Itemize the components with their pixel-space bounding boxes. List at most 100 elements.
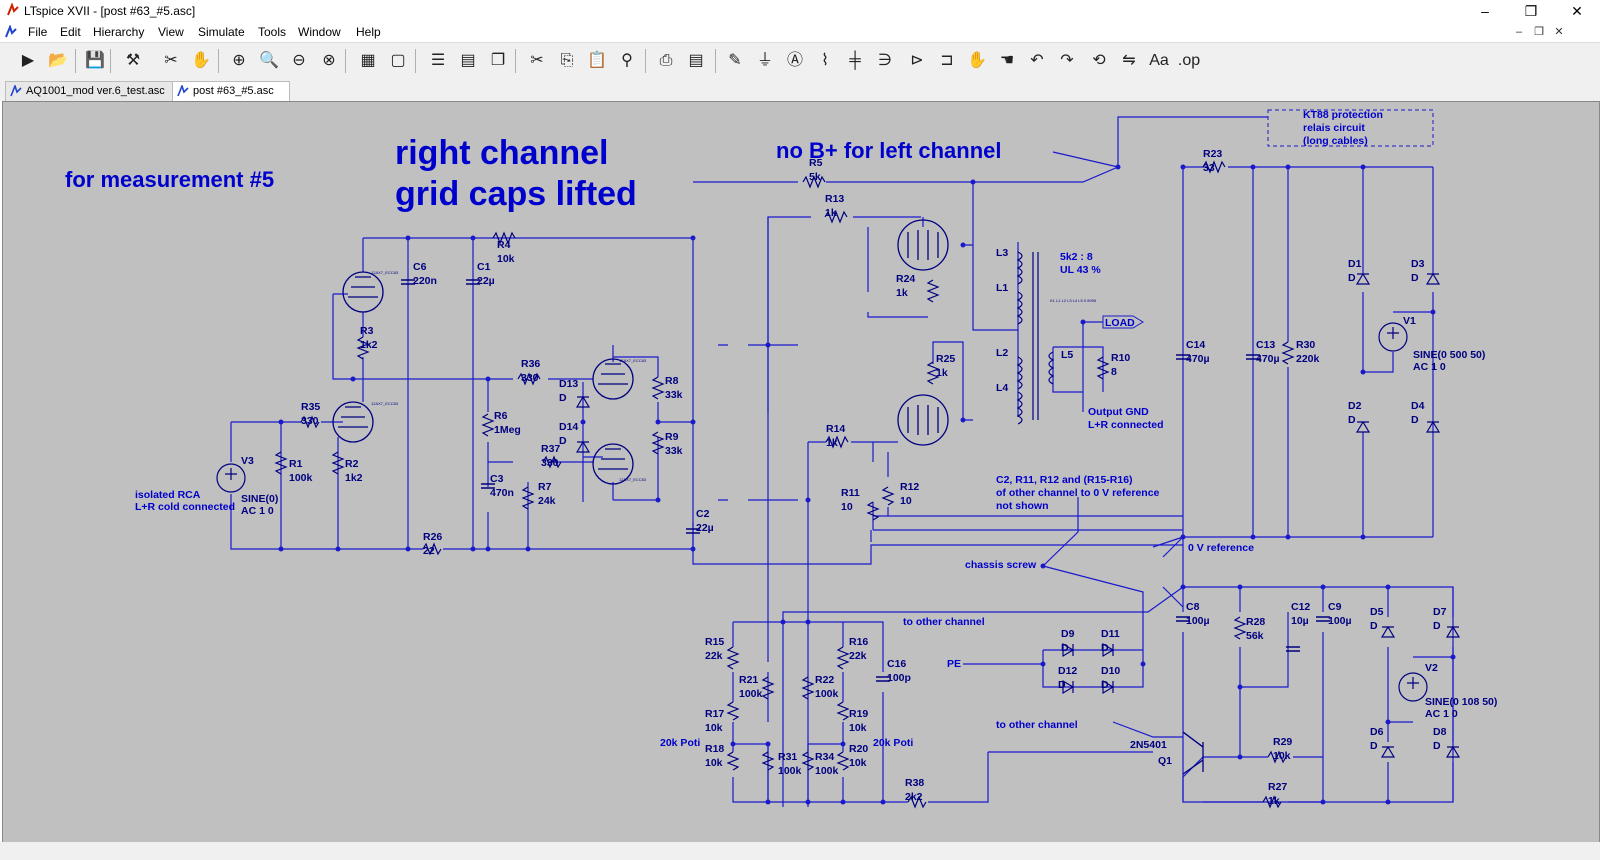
halt-icon[interactable]: ✂: [164, 52, 178, 69]
component-value-r35[interactable]: 330: [301, 415, 319, 427]
component-value-r11[interactable]: 10: [841, 501, 853, 513]
zoom-out-icon[interactable]: ⊖: [292, 52, 306, 69]
component-ref-r3[interactable]: R3: [360, 325, 374, 337]
tile-vertical-icon[interactable]: ▤: [460, 52, 476, 69]
component-value-r12[interactable]: 10: [900, 495, 912, 507]
component-ref-l3[interactable]: L3: [996, 247, 1008, 259]
component-ref-l4[interactable]: L4: [996, 382, 1008, 394]
component-ref-r27[interactable]: R27: [1268, 781, 1287, 793]
menu-view[interactable]: View: [158, 25, 184, 39]
mdi-close-button[interactable]: ✕: [1554, 26, 1564, 38]
component-value-r23[interactable]: 33: [1203, 162, 1215, 174]
tab-post63[interactable]: post #63_#5.asc: [172, 81, 290, 101]
component-value-r13[interactable]: 1k: [825, 207, 837, 219]
component-ref-r21[interactable]: R21: [739, 674, 758, 686]
autorange-icon[interactable]: ▦: [360, 52, 376, 69]
component-ref-l1[interactable]: L1: [996, 282, 1008, 294]
component-value-r8[interactable]: 33k: [665, 389, 683, 401]
find-icon[interactable]: ⚲: [621, 52, 633, 69]
component-value-r7[interactable]: 24k: [538, 495, 556, 507]
schematic-svg[interactable]: 12AX7_ECC83 12AX7_ECC83 12AX7_ECC83 12AX…: [3, 102, 1599, 842]
component-ref-r2[interactable]: R2: [345, 458, 359, 470]
component-value-r17[interactable]: 10k: [705, 722, 723, 734]
component-value-d8[interactable]: D: [1433, 740, 1441, 752]
component-ref-r38[interactable]: R38: [905, 777, 924, 789]
component-ref-r31[interactable]: R31: [778, 751, 797, 763]
component-value-d6[interactable]: D: [1370, 740, 1378, 752]
component-ref-d14[interactable]: D14: [559, 421, 578, 433]
component-ref-d3[interactable]: D3: [1411, 258, 1425, 270]
component-value-c16[interactable]: 100p: [887, 672, 911, 684]
component-value-v1[interactable]: SINE(0 500 50): [1413, 349, 1485, 361]
component-ref-d6[interactable]: D6: [1370, 726, 1384, 738]
component-ref-c6[interactable]: C6: [413, 261, 427, 273]
component-value-r9[interactable]: 33k: [665, 445, 683, 457]
component-ref-q1[interactable]: Q1: [1158, 755, 1172, 767]
component-ref-v1[interactable]: V1: [1403, 315, 1416, 327]
menu-edit[interactable]: Edit: [60, 25, 81, 39]
component-ref-d5[interactable]: D5: [1370, 606, 1384, 618]
component-value-r34[interactable]: 100k: [815, 765, 839, 777]
component-ref-c14[interactable]: C14: [1186, 339, 1205, 351]
component-value-d1[interactable]: D: [1348, 272, 1356, 284]
component-ref-d7[interactable]: D7: [1433, 606, 1447, 618]
mdi-minimize-button[interactable]: –: [1515, 26, 1523, 38]
component-ref-r18[interactable]: R18: [705, 743, 724, 755]
component-ref-r7[interactable]: R7: [538, 481, 552, 493]
component-value-r25[interactable]: 1k: [936, 367, 948, 379]
rotate-icon[interactable]: ⟲: [1092, 52, 1106, 69]
component-ref-r20[interactable]: R20: [849, 743, 868, 755]
component-value-r28[interactable]: 56k: [1246, 630, 1264, 642]
menu-window[interactable]: Window: [298, 25, 341, 39]
component-ref-r37[interactable]: R37: [541, 443, 560, 455]
menu-hierarchy[interactable]: Hierarchy: [93, 25, 145, 39]
component-value-r19[interactable]: 10k: [849, 722, 867, 734]
component-value-d11[interactable]: D: [1101, 642, 1109, 654]
component-value-d5[interactable]: D: [1370, 620, 1378, 632]
menu-tools[interactable]: Tools: [258, 25, 287, 39]
component-value-d12[interactable]: D: [1058, 679, 1066, 691]
component-value-d10[interactable]: D: [1101, 679, 1109, 691]
component-value-d4[interactable]: D: [1411, 414, 1419, 426]
component-value-r4[interactable]: 10k: [497, 253, 515, 265]
component-value-r5[interactable]: 5k: [809, 171, 821, 183]
component-value-c13[interactable]: 470µ: [1256, 353, 1280, 365]
component-ref-r26[interactable]: R26: [423, 531, 442, 543]
drag-icon[interactable]: ☚: [999, 52, 1015, 69]
component-ref-c13[interactable]: C13: [1256, 339, 1275, 351]
restore-button[interactable]: ❐: [1524, 3, 1538, 19]
component-value-c6[interactable]: 220n: [413, 275, 437, 287]
component-value-r6[interactable]: 1Meg: [494, 424, 521, 436]
component-value-d9[interactable]: D: [1061, 642, 1069, 654]
component-value-r22[interactable]: 100k: [815, 688, 839, 700]
component-ref-r29[interactable]: R29: [1273, 736, 1292, 748]
component-ref-r19[interactable]: R19: [849, 708, 868, 720]
component-ref-c2[interactable]: C2: [696, 508, 710, 520]
component-ref-r24[interactable]: R24: [896, 273, 915, 285]
component-ref-r9[interactable]: R9: [665, 431, 679, 443]
print-icon[interactable]: ⎙: [659, 52, 673, 69]
component-ref-r12[interactable]: R12: [900, 481, 919, 493]
component-ref-d11[interactable]: D11: [1101, 628, 1120, 640]
zoom-fit-icon[interactable]: ⊗: [322, 52, 336, 69]
draw-wire-icon[interactable]: ✎: [728, 52, 742, 69]
component-value-r15[interactable]: 22k: [705, 650, 723, 662]
close-button[interactable]: ✕: [1571, 3, 1583, 19]
zoom-in-icon[interactable]: ⊕: [232, 52, 246, 69]
component-value-r2[interactable]: 1k2: [345, 472, 363, 484]
component-value-r21[interactable]: 100k: [739, 688, 763, 700]
component-ref-r14[interactable]: R14: [826, 423, 845, 435]
tile-horizontal-icon[interactable]: ☰: [430, 52, 446, 69]
component-value-c1[interactable]: 22µ: [477, 275, 495, 287]
pan-icon[interactable]: ✋: [191, 52, 211, 69]
redo-icon[interactable]: ↷: [1060, 52, 1074, 69]
component-ref-r25[interactable]: R25: [936, 353, 955, 365]
component-ref-l2[interactable]: L2: [996, 347, 1008, 359]
component-ref-v2[interactable]: V2: [1425, 662, 1438, 674]
component-value-d7[interactable]: D: [1433, 620, 1441, 632]
component-ref-d13[interactable]: D13: [559, 378, 578, 390]
control-panel-icon[interactable]: ⚒: [125, 52, 141, 69]
open-icon[interactable]: 📂: [48, 52, 68, 69]
component-ref-r6[interactable]: R6: [494, 410, 508, 422]
spice-directive-icon[interactable]: .op: [1177, 52, 1201, 69]
